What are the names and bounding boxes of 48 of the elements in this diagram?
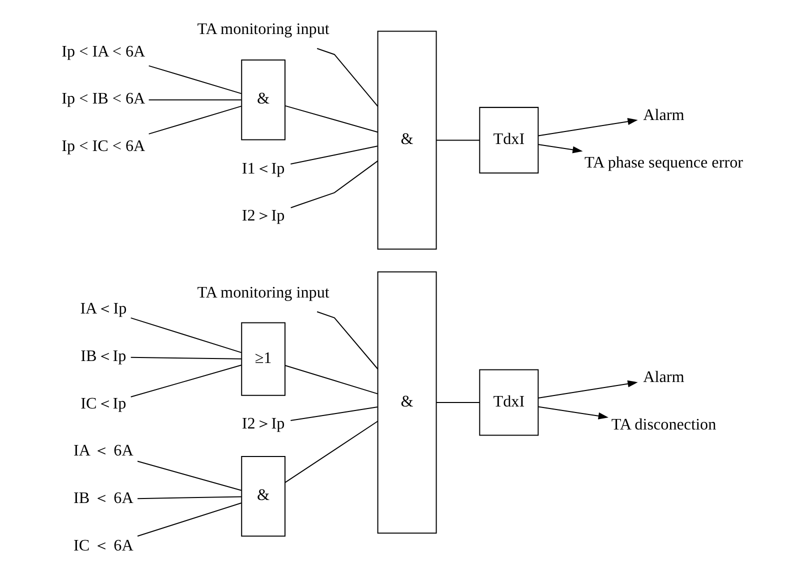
arrow: [538, 380, 638, 398]
connector: [284, 365, 378, 394]
node-text: I1＜Ip: [241, 160, 284, 178]
connector: [130, 317, 241, 354]
connector: [137, 496, 241, 500]
node-text: IC＜Ip: [80, 395, 126, 412]
connector: [148, 106, 241, 134]
node-text: TA monitoring input: [196, 284, 329, 302]
node-text: Ip < IB < 6A: [61, 90, 145, 108]
node-box: &: [376, 271, 436, 534]
connector: [148, 65, 241, 94]
node-text: Ip < IC < 6A: [61, 138, 145, 156]
connector: [136, 502, 241, 537]
arrow: [538, 406, 608, 420]
node-text: I2＞Ip: [241, 208, 284, 225]
connector: [316, 48, 378, 107]
node-text: IB＜Ip: [80, 348, 126, 365]
connector: [284, 420, 378, 483]
node-text: IC ＜ 6A: [72, 538, 133, 555]
connector: [130, 356, 241, 360]
node-box: TdxI: [478, 369, 538, 436]
connector: [290, 146, 378, 165]
connector: [284, 105, 378, 133]
node-box: TdxI: [478, 106, 538, 174]
connector: [436, 140, 479, 141]
node-text: IB ＜ 6A: [72, 490, 133, 508]
node-text: IA ＜ 6A: [72, 442, 133, 460]
connector: [436, 402, 479, 403]
node-text: Ip < IA < 6A: [61, 43, 145, 60]
node-box: ≥1: [240, 322, 285, 396]
arrow: [538, 118, 638, 136]
node-box: &: [376, 30, 436, 250]
node-text: TA disconection: [610, 416, 716, 434]
node-text: IA＜Ip: [80, 300, 126, 318]
arrow: [538, 144, 582, 154]
node-box: &: [240, 456, 285, 537]
node-text: Alarm: [642, 369, 684, 386]
node-text: TA phase sequence error: [584, 154, 743, 172]
connector: [148, 99, 241, 100]
node-text: Alarm: [642, 106, 684, 124]
connector: [136, 460, 241, 491]
node-text: TA monitoring input: [196, 21, 329, 38]
connector: [130, 364, 241, 398]
node-text: I2＞Ip: [241, 416, 284, 433]
connector: [316, 311, 378, 370]
node-box: &: [240, 60, 285, 140]
connector: [290, 406, 377, 422]
connector: [290, 160, 378, 208]
